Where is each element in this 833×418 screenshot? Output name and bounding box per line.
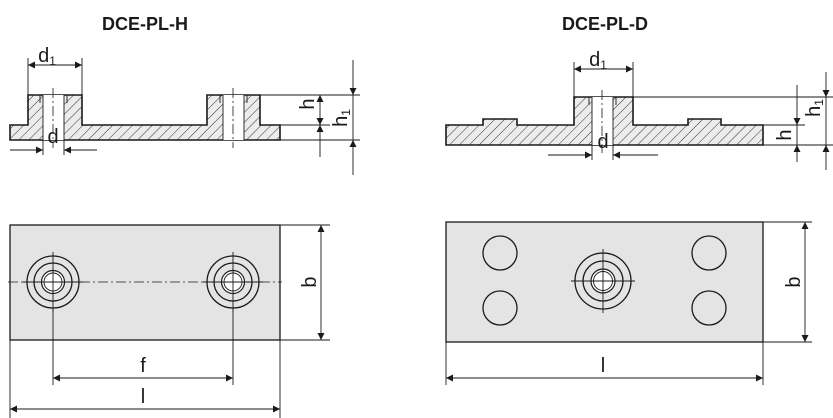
- label-h-d: h: [774, 129, 796, 140]
- dimension-b-d: b: [763, 221, 812, 343]
- label-l-h: l: [141, 386, 145, 408]
- label-b-h: b: [299, 276, 321, 287]
- dimension-d-h: d: [10, 126, 97, 155]
- label-f-h: f: [140, 355, 146, 377]
- dimension-h-h: h: [260, 94, 360, 157]
- dimension-h1-h: h1: [330, 60, 357, 175]
- dimension-d1-d: d1: [573, 49, 634, 97]
- label-h-h: h: [297, 98, 319, 109]
- dimension-b-h: b: [280, 224, 330, 341]
- dimension-d1-h: d1: [27, 45, 83, 95]
- title-dce-pl-h: DCE-PL-H: [102, 14, 188, 34]
- dimension-l-d: l: [445, 342, 764, 385]
- label-b-d: b: [783, 276, 805, 287]
- dimension-h1-d: h1: [633, 72, 833, 170]
- label-d1-h: d1: [38, 45, 56, 68]
- label-h1-d: h1: [803, 99, 826, 117]
- dimension-d-d: d: [548, 131, 658, 160]
- dimension-h-d: h: [763, 85, 833, 162]
- label-d1-d: d1: [589, 49, 607, 72]
- dimension-f-h: f: [52, 308, 234, 385]
- label-l-d: l: [601, 355, 605, 377]
- section-view-d: [445, 90, 764, 153]
- plan-view-d: [445, 221, 764, 343]
- label-d-d: d: [597, 131, 608, 153]
- dimension-l-h: l: [9, 340, 281, 418]
- label-d-h: d: [47, 126, 58, 148]
- title-dce-pl-d: DCE-PL-D: [562, 14, 648, 34]
- label-h1-h: h1: [330, 109, 353, 127]
- plan-view-h: [8, 224, 282, 341]
